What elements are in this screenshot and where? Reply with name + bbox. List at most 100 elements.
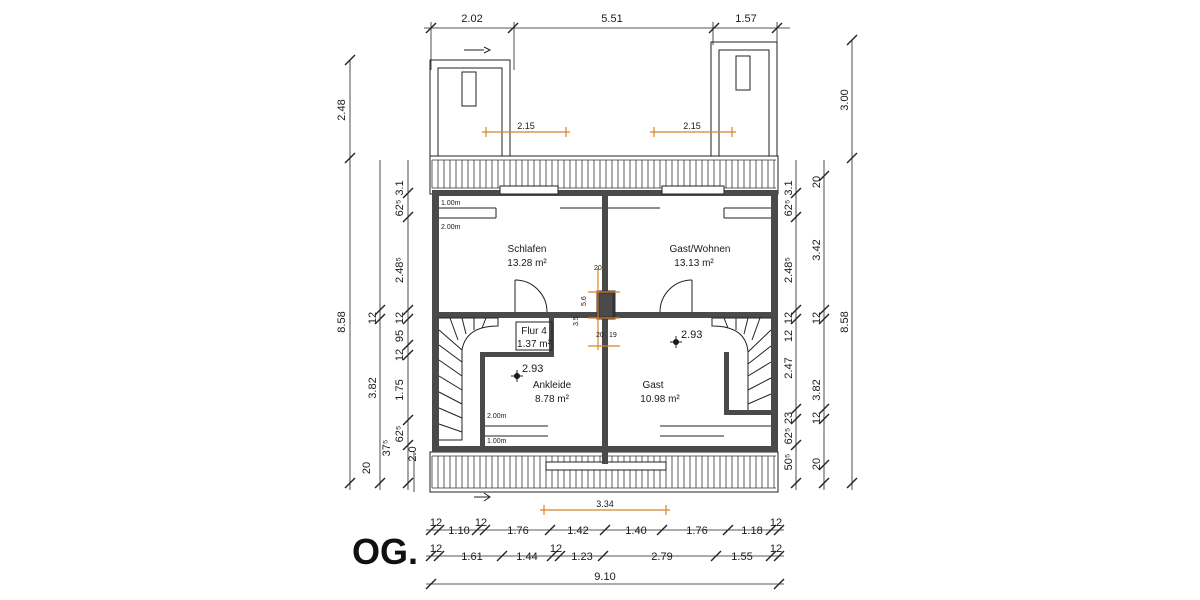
dim-top-1: 2.02	[461, 13, 482, 25]
dormer-right	[710, 41, 778, 157]
dim-right-mid-1: 20	[811, 176, 823, 188]
room-name-gast-wohnen: Gast/Wohnen	[670, 244, 731, 255]
staircase-left	[438, 317, 499, 441]
dim-b1-6: 1.40	[625, 525, 646, 537]
dim-left-mid-382: 3.82	[367, 377, 379, 398]
left-dimension-chains: 2.48 8.58 12 3.82 3.1 62⁵ 2.48⁵ 12 95 12…	[336, 54, 419, 492]
dim-b1-8: 1.18	[741, 525, 762, 537]
dim-b1-9: 12	[770, 517, 782, 529]
dim-left-inner-4: 12	[394, 312, 406, 324]
dim-top-3: 1.57	[735, 13, 756, 25]
dim-left-inner-8: 62⁵	[394, 426, 406, 443]
room-gast-wohnen: Gast/Wohnen 13.13 m²	[670, 244, 731, 269]
dim-left-inner-1: 3.1	[394, 180, 406, 195]
room-area-ankleide: 8.78 m²	[535, 394, 570, 405]
dim-b2-1: 12	[430, 543, 442, 555]
dim-right-inner-6: 2.47	[783, 357, 795, 378]
dim-b2-2: 1.61	[461, 551, 482, 563]
roof-height-notes: 1.00m 2.00m 2.00m 1.00m	[441, 200, 507, 445]
dim-right-mid-3: 12	[811, 312, 823, 324]
level-marker-left: 2.93	[511, 363, 543, 382]
door-schlafen	[514, 279, 548, 313]
dim-dormer-left: 2.15	[517, 121, 535, 131]
dim-center-20b: 20	[596, 332, 604, 339]
dim-b1-1: 12	[430, 517, 442, 529]
dim-center-56: 5.6	[581, 296, 588, 306]
level-marker-right: 2.93	[670, 329, 702, 348]
room-ankleide: Ankleide 8.78 m²	[533, 380, 572, 405]
dim-b2-6: 2.79	[651, 551, 672, 563]
level-right: 2.93	[681, 329, 702, 341]
dim-b1-2: 1.10	[448, 525, 469, 537]
room-name-schlafen: Schlafen	[508, 244, 547, 255]
dim-left-mid-12: 12	[367, 312, 379, 324]
dim-right-inner-5: 12	[783, 330, 795, 342]
dim-right-inner-4: 12	[783, 312, 795, 324]
interior-walls	[439, 196, 771, 464]
dim-right-inner-9: 50⁵	[783, 454, 795, 471]
dim-left-inner-7: 1.75	[394, 379, 406, 400]
dim-right-inner-3: 2.48⁵	[783, 257, 795, 283]
room-gast: Gast 10.98 m²	[640, 380, 680, 405]
dim-center-35: 3.5	[573, 316, 580, 326]
room-area-gast-wohnen: 13.13 m²	[674, 258, 714, 269]
dim-right-inner-1: 3.1	[783, 180, 795, 195]
dim-b2-3: 1.44	[516, 551, 537, 563]
dim-left-inner-9: 37⁵	[381, 440, 393, 457]
room-name-flur: Flur 4	[521, 326, 547, 337]
bottom-dimension-row-2: 12 1.61 1.44 12 1.23 2.79 1.55 12	[425, 543, 785, 563]
note-1m-top: 1.00m	[441, 200, 461, 207]
note-2m-bottom: 2.00m	[487, 413, 507, 420]
top-dimension-chain: 2.02 5.51 1.57	[424, 13, 790, 70]
dim-right-outer-2: 8.58	[839, 311, 851, 332]
dim-left-outer-1: 2.48	[336, 99, 348, 120]
dim-center-20a: 20	[594, 265, 602, 272]
room-flur: Flur 4 1.37 m²	[515, 321, 553, 351]
dim-left-inner-6: 12	[394, 349, 406, 361]
dormer-left	[429, 46, 511, 157]
roof-eave-bottom	[429, 451, 779, 493]
dim-b2-4: 12	[550, 543, 562, 555]
dim-dormer-right: 2.15	[683, 121, 701, 131]
room-schlafen: Schlafen 13.28 m²	[507, 244, 547, 269]
dim-top-2: 5.51	[601, 13, 622, 25]
dim-left-outer-2: 8.58	[336, 311, 348, 332]
bottom-dimension-row-1: 12 1.10 12 1.76 1.42 1.40 1.76 1.18 12	[425, 517, 785, 537]
center-dimension-marks: 20 5.6 3.5 20 19	[573, 265, 620, 350]
dormer-width-marks: 2.15 2.15	[482, 121, 736, 137]
bottom-dimension-total: 9.10	[425, 571, 785, 590]
note-1m-bottom: 1.00m	[487, 438, 507, 445]
dim-total: 9.10	[594, 571, 615, 583]
room-area-gast: 10.98 m²	[640, 394, 680, 405]
dim-right-mid-5: 12	[811, 412, 823, 424]
dim-b1-7: 1.76	[686, 525, 707, 537]
dim-right-mid-6: 20	[811, 458, 823, 470]
dim-left-inner-2: 62⁵	[394, 200, 406, 217]
dim-b2-8: 12	[770, 543, 782, 555]
dim-right-inner-8: 62⁵	[783, 428, 795, 445]
door-gast-wohnen	[659, 279, 693, 313]
dim-b1-5: 1.42	[567, 525, 588, 537]
knee-wall-lines	[439, 207, 771, 437]
staircase-right	[711, 317, 772, 410]
room-area-schlafen: 13.28 m²	[507, 258, 547, 269]
floor-title: OG.	[352, 531, 418, 572]
level-left: 2.93	[522, 363, 543, 375]
dim-right-mid-4: 3.82	[811, 379, 823, 400]
balcony-dimension: 3.34	[474, 492, 670, 515]
note-2m-top: 2.00m	[441, 224, 461, 231]
dim-balcony: 3.34	[596, 499, 614, 509]
room-area-flur: 1.37 m²	[517, 339, 552, 350]
dim-b2-7: 1.55	[731, 551, 752, 563]
dim-left-mid-20: 2.0	[407, 446, 419, 461]
room-name-ankleide: Ankleide	[533, 380, 572, 391]
dim-right-inner-2: 62⁵	[783, 200, 795, 217]
dim-left-inner-10: 20	[361, 462, 373, 474]
dim-right-inner-7: 23	[783, 412, 795, 424]
right-dimension-chains: 3.00 8.58 20 3.42 12 3.82 12 20 3.1 62⁵ …	[783, 34, 858, 490]
dim-b1-4: 1.76	[507, 525, 528, 537]
dim-b2-5: 1.23	[571, 551, 592, 563]
dim-b1-3: 12	[475, 517, 487, 529]
dim-right-outer-1: 3.00	[839, 89, 851, 110]
